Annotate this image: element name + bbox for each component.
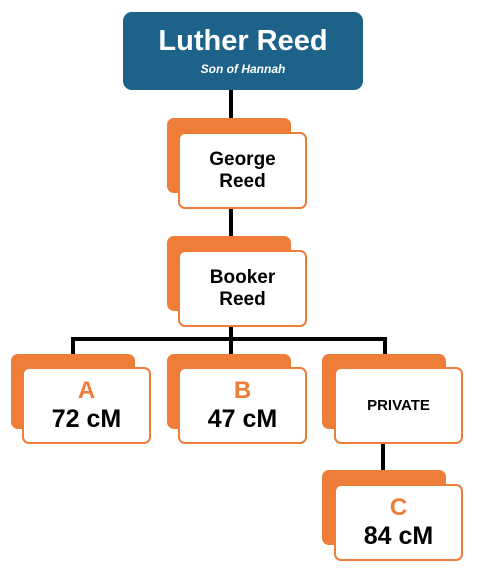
match-letter: B: [233, 376, 252, 404]
connector-root-george: [229, 90, 233, 118]
match-box-c: C 84 cM: [334, 484, 463, 561]
match-box-a: A 72 cM: [22, 367, 151, 444]
match-letter: A: [77, 376, 96, 404]
connector-private-c: [381, 444, 385, 470]
root-person-name: Luther Reed: [158, 25, 328, 57]
ancestor-first-name: George: [209, 148, 276, 170]
ancestor-first-name: Booker: [209, 266, 276, 288]
connector-bus-private: [383, 337, 387, 354]
ancestor-last-name: Reed: [219, 288, 266, 310]
private-label: PRIVATE: [367, 397, 430, 414]
connector-george-booker: [229, 208, 233, 236]
root-person-subtitle: Son of Hannah: [200, 62, 286, 76]
match-letter: C: [389, 493, 408, 521]
private-person-box: PRIVATE: [334, 367, 463, 444]
match-cm-value: 84 cM: [363, 521, 434, 550]
connector-bus-b: [229, 337, 233, 354]
ancestor-box-george: George Reed: [178, 132, 307, 209]
ancestor-box-booker: Booker Reed: [178, 250, 307, 327]
match-cm-value: 72 cM: [51, 404, 122, 433]
match-cm-value: 47 cM: [207, 404, 278, 433]
root-person-box: Luther Reed Son of Hannah: [123, 12, 363, 90]
match-box-b: B 47 cM: [178, 367, 307, 444]
ancestor-last-name: Reed: [219, 170, 266, 192]
connector-booker-bus: [229, 326, 233, 340]
connector-bus-a: [71, 337, 75, 354]
